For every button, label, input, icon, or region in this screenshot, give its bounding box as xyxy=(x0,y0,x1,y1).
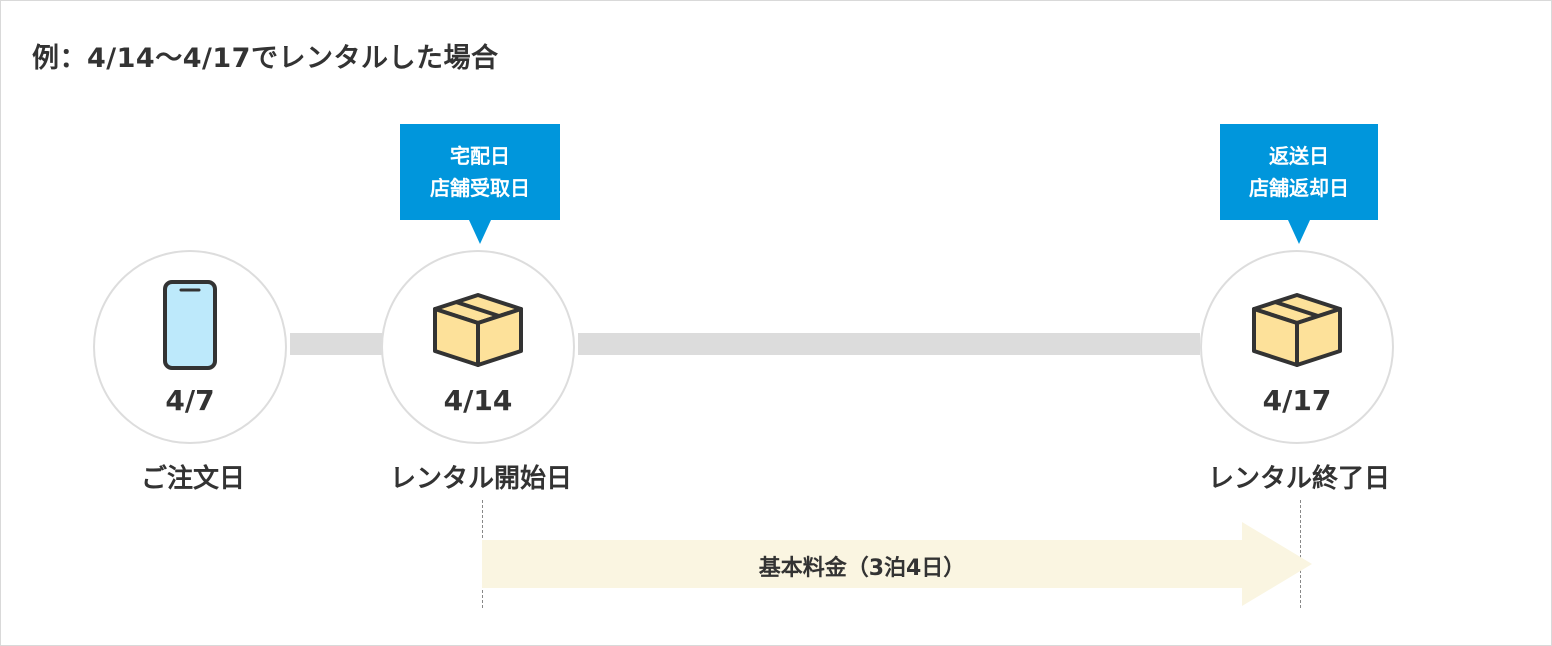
callout-end: 返送日 店舗返却日 xyxy=(1220,124,1378,220)
package-box-icon xyxy=(1252,293,1342,367)
fee-arrow-shape xyxy=(482,522,1312,606)
diagram-title: 例：4/14〜4/17でレンタルした場合 xyxy=(32,43,499,74)
step-start-label: レンタル開始日 xyxy=(389,464,572,494)
step-order-label: ご注文日 xyxy=(140,464,245,494)
callout-start-line1: 宅配日 xyxy=(450,144,510,168)
callout-end-line2: 店舗返却日 xyxy=(1249,176,1349,200)
callout-start-line2: 店舗受取日 xyxy=(430,176,530,200)
callout-end-line1: 返送日 xyxy=(1269,144,1329,168)
step-end-date: 4/17 xyxy=(1262,384,1332,417)
smartphone-icon xyxy=(163,280,217,370)
step-end-circle: 4/17 xyxy=(1200,250,1394,444)
step-order-circle: 4/7 xyxy=(93,250,287,444)
step-end-label: レンタル終了日 xyxy=(1207,464,1390,494)
end-guide-line xyxy=(1300,500,1301,608)
timeline-track-segment-2 xyxy=(578,333,1200,355)
package-box-icon xyxy=(433,293,523,367)
fee-arrow: 基本料金（3泊4日） xyxy=(482,522,1312,606)
step-start-circle: 4/14 xyxy=(381,250,575,444)
step-start-date: 4/14 xyxy=(443,384,513,417)
fee-arrow-label: 基本料金（3泊4日） xyxy=(758,556,966,581)
timeline-track-segment-1 xyxy=(290,333,382,355)
callout-start: 宅配日 店舗受取日 xyxy=(400,124,560,220)
step-order-date: 4/7 xyxy=(165,384,215,417)
